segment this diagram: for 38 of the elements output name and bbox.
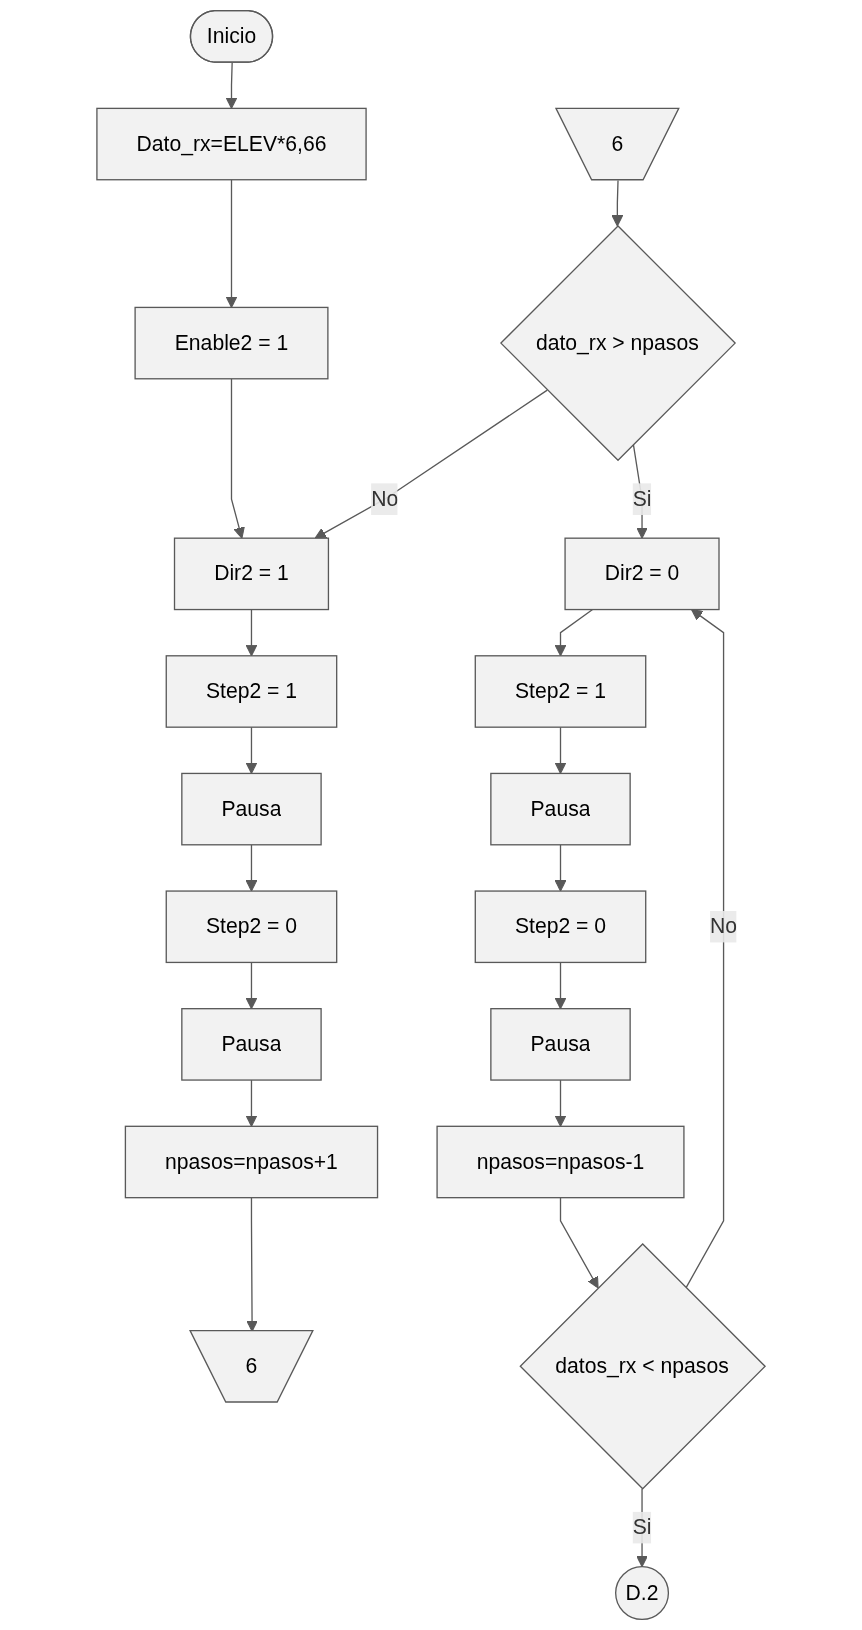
edge-label: No: [710, 914, 738, 938]
arrow: [611, 179, 624, 227]
node-box: Pausa: [490, 1008, 631, 1081]
arrow: [685, 609, 725, 1289]
node-box: Step2 = 0: [474, 890, 647, 964]
arrow: [245, 844, 258, 892]
arrow: [245, 961, 258, 1010]
arrow: [245, 608, 258, 657]
arrow: [230, 378, 245, 539]
arrow: [554, 726, 567, 774]
edge-label: No: [371, 487, 399, 510]
edge-label: Si: [632, 1515, 652, 1539]
node-box: Pausa: [181, 1008, 322, 1081]
node-diamond: dato_rx > npasos: [500, 225, 737, 462]
edge-label: Si: [632, 487, 652, 510]
node-circle: D.2: [615, 1566, 670, 1621]
node-box: npasos=npasos-1: [436, 1125, 685, 1199]
arrow: [559, 1197, 599, 1289]
arrow: [554, 1079, 567, 1127]
node-diamond: datos_rx < npasos: [519, 1243, 766, 1490]
arrow: [225, 62, 238, 109]
arrow: [245, 726, 258, 774]
arrow: [554, 608, 594, 657]
arrow: [554, 844, 567, 892]
node-box: Step2 = 1: [165, 655, 338, 728]
arrow: [245, 1079, 258, 1127]
node-box: Step2 = 0: [165, 890, 338, 964]
node-box: Pausa: [490, 772, 631, 846]
node-box: npasos=npasos+1: [124, 1125, 379, 1199]
arrow: [225, 179, 238, 308]
node-box: Dir2 = 0: [564, 537, 720, 611]
node-box: Dir2 = 1: [173, 537, 330, 611]
arrow: [554, 961, 567, 1010]
node-box: Dato_rx=ELEV*6,66: [96, 107, 367, 181]
node-box: Step2 = 1: [474, 655, 647, 728]
node-box: Pausa: [181, 772, 322, 846]
node-box: Enable2 = 1: [134, 306, 329, 380]
arrow: [314, 389, 548, 539]
